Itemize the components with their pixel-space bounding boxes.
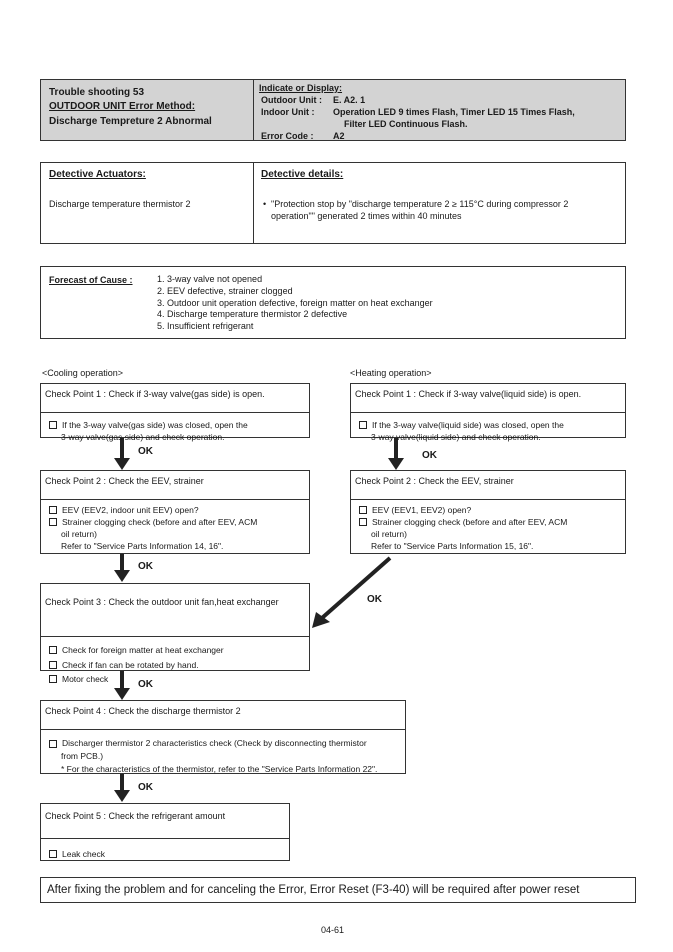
cp3-title: Check Point 3 : Check the outdoor unit f… [41,584,309,637]
error-name: Discharge Tempreture 2 Abnormal [49,116,212,127]
cp1-cooling-line-1: If the 3-way valve(gas side) was closed,… [62,420,248,430]
arrowhead-3-4 [114,688,130,700]
cp2-cooling-item-1: EEV (EEV2, indoor unit EEV) open? [62,505,199,515]
checkbox-icon [49,646,57,654]
detective-divider [253,163,254,243]
forecast-title: Forecast of Cause : [49,275,133,285]
details-line-1: "Protection stop by "discharge temperatu… [271,199,569,209]
outdoor-unit-value: E. A2. 1 [333,95,366,105]
cp4-item-1b: from PCB.) [61,751,104,761]
indoor-unit-label: Indoor Unit : [261,107,315,117]
checkbox-icon [49,850,57,858]
trouble-shooting-title: Trouble shooting 53 [49,87,145,98]
page-number: 04-61 [321,925,345,935]
detective-box: Detective Actuators: Discharge temperatu… [40,162,626,244]
arrowhead-cool-1-2 [114,458,130,470]
cp1-heating-title: Check Point 1 : Check if 3-way valve(liq… [351,384,625,413]
ok-label: OK [422,450,437,461]
ok-label: OK [138,782,153,793]
indoor-unit-value-1: Operation LED 9 times Flash, Timer LED 1… [333,107,575,117]
indicate-section: Indicate or Display: Outdoor Unit : E. A… [259,82,624,142]
cp4-note: * For the characteristics of the thermis… [61,764,378,774]
cp2-cooling-title: Check Point 2 : Check the EEV, strainer [41,471,309,500]
footer-note: After fixing the problem and for canceli… [47,884,580,896]
detective-details-text: • "Protection stop by "discharge temperat… [263,198,623,222]
indicate-title: Indicate or Display: [259,83,343,93]
header-left: Trouble shooting 53 OUTDOOR UNIT Error M… [49,86,249,129]
cp3-item: Motor check [62,674,109,684]
check-point-3: Check Point 3 : Check the outdoor unit f… [40,583,310,684]
error-code-label: Error Code : [261,131,314,141]
checkbox-icon [49,740,57,748]
bullet-icon: • [263,199,267,209]
cp1-heating-line-2: 3-way valve(liquid side) and check opera… [371,432,541,442]
forecast-box: Forecast of Cause : 1. 3-way valve not o… [40,266,626,339]
error-code-value: A2 [333,131,345,141]
cooling-operation-label: <Cooling operation> [42,368,124,378]
cp2-heating-item-2b: oil return) [371,529,407,539]
heating-check-point-1: Check Point 1 : Check if 3-way valve(liq… [350,383,626,442]
cp4-item-1: Discharger thermistor 2 characteristics … [62,738,367,748]
indoor-unit-value-2: Filter LED Continuous Flash. [344,119,468,129]
forecast-item: 5. Insufficient refrigerant [157,321,254,332]
cp2-heating-item-2: Strainer clogging check (before and afte… [372,517,568,527]
footer-note-box: After fixing the problem and for canceli… [40,877,636,903]
arrowhead-heat-1-2 [388,458,404,470]
cp4-title: Check Point 4 : Check the discharge ther… [41,701,405,730]
checkbox-icon [49,421,57,429]
cp1-cooling-title: Check Point 1 : Check if 3-way valve(gas… [41,384,309,413]
detective-details-title: Detective details: [261,169,344,180]
checkbox-icon [49,518,57,526]
checkbox-icon [49,660,57,669]
arrow-heat-2-3 [320,556,392,620]
outdoor-unit-label: Outdoor Unit : [261,95,322,105]
cp2-cooling-reference: Refer to "Service Parts Information 14, … [61,541,224,551]
checkbox-icon [359,506,367,514]
header-box: Trouble shooting 53 OUTDOOR UNIT Error M… [40,79,626,141]
cp2-heating-item-1: EEV (EEV1, EEV2) open? [372,505,472,515]
forecast-list: 1. 3-way valve not opened 2. EEV defecti… [157,274,433,333]
arrowhead-cool-2-3 [114,570,130,582]
checkbox-icon [359,421,367,429]
heating-operation-label: <Heating operation> [350,368,432,378]
cp2-cooling-item-2b: oil return) [61,529,97,539]
details-line-2: operation"" generated 2 times within 40 … [271,211,462,221]
forecast-item: 1. 3-way valve not opened [157,274,263,284]
cp3-item: Check if fan can be rotated by hand. [62,659,199,670]
cp2-cooling-item-2: Strainer clogging check (before and afte… [62,517,258,527]
cp2-heating-title: Check Point 2 : Check the EEV, strainer [351,471,625,500]
ok-label: OK [138,679,153,690]
forecast-item: 4. Discharge temperature thermistor 2 de… [157,309,348,320]
forecast-item: 2. EEV defective, strainer clogged [157,285,293,296]
checkbox-icon [359,518,367,526]
cp5-title: Check Point 5 : Check the refrigerant am… [41,804,289,839]
detective-actuators-text: Discharge temperature thermistor 2 [49,199,191,209]
forecast-item: 3. Outdoor unit operation defective, for… [157,297,433,308]
cooling-check-point-2: Check Point 2 : Check the EEV, strainer … [40,470,310,554]
cp1-cooling-line-2: 3-way valve(gas side) and check operatio… [61,432,225,442]
cp3-item: Check for foreign matter at heat exchang… [62,645,224,655]
cooling-check-point-1: Check Point 1 : Check if 3-way valve(gas… [40,383,310,442]
arrowhead-heat-2-3 [312,612,330,628]
detective-actuators-title: Detective Actuators: [49,169,146,180]
check-point-5: Check Point 5 : Check the refrigerant am… [40,803,290,861]
error-method-title: OUTDOOR UNIT Error Method: [49,101,196,112]
checkbox-icon [49,675,57,683]
cp1-heating-line-1: If the 3-way valve(liquid side) was clos… [372,420,564,430]
ok-label: OK [138,561,153,572]
cp2-heating-reference: Refer to "Service Parts Information 15, … [371,541,534,551]
ok-label: OK [138,446,153,457]
checkbox-icon [49,506,57,514]
arrowhead-4-5 [114,790,130,802]
cp5-item-1: Leak check [62,849,105,859]
heating-check-point-2: Check Point 2 : Check the EEV, strainer … [350,470,626,554]
check-point-4: Check Point 4 : Check the discharge ther… [40,700,406,774]
ok-label: OK [367,594,382,605]
header-divider [253,80,254,140]
